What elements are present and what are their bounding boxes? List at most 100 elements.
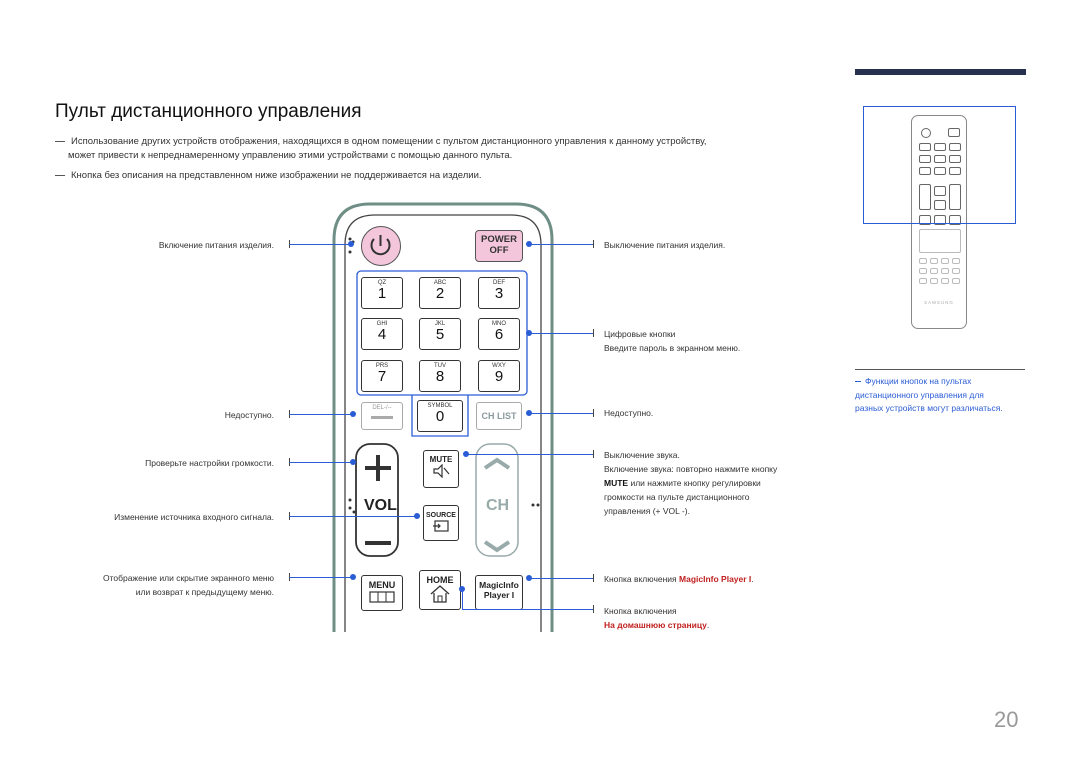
mini-key [948, 128, 960, 137]
label-change-source: Изменение источника входного сигнала. [114, 512, 274, 522]
key-digit: 4 [377, 326, 387, 343]
callout-line [462, 589, 463, 609]
label-magicinfo-highlight: MagicInfo Player I [679, 574, 752, 584]
remote-thumbnail: SAMSUNG [911, 115, 967, 329]
vol-label: VOL [364, 497, 397, 514]
callout-line [289, 577, 351, 578]
callout-tick [593, 605, 594, 613]
callout-line [462, 609, 593, 610]
key-letters: ABC [433, 280, 447, 286]
mini-key [930, 258, 938, 264]
power-off-label-bottom: OFF [489, 245, 509, 256]
callout-dot [348, 241, 354, 247]
label-mute-line5: управления (+ VOL -). [604, 506, 690, 516]
mini-key [941, 268, 949, 274]
menu-button[interactable]: MENU [361, 575, 403, 611]
home-button[interactable]: HOME [419, 570, 461, 610]
mini-key [934, 200, 946, 210]
callout-line [529, 333, 593, 334]
mini-key [934, 155, 946, 163]
note-2: Кнопка без описания на представленном ни… [55, 169, 835, 183]
key-digit: 9 [494, 368, 504, 385]
thumbnail-highlight-box [863, 106, 1016, 224]
ch-label: CH [486, 497, 510, 514]
label-mute: Выключение звука. Включение звука: повто… [604, 448, 844, 518]
mini-key [949, 184, 961, 210]
callout-line [289, 516, 415, 517]
mini-key [919, 278, 927, 284]
callout-line [289, 414, 351, 415]
label-mute-line2: Включение звука: повторно нажмите кнопку [604, 464, 778, 474]
callout-tick [593, 409, 594, 417]
label-mute-line3: или нажмите кнопку регулировки [628, 478, 761, 488]
mini-key [919, 268, 927, 274]
source-button[interactable]: SOURCE [423, 505, 459, 541]
mute-button[interactable]: MUTE [423, 450, 459, 488]
callout-tick [593, 450, 594, 458]
key-letters: JKL [434, 321, 446, 327]
mini-key [949, 167, 961, 175]
callout-tick [593, 574, 594, 582]
menu-grid-icon [369, 591, 395, 603]
del-button[interactable]: DEL-/-- [361, 402, 403, 430]
magicinfo-label-2: Player I [483, 590, 515, 600]
callout-dot [350, 459, 356, 465]
mini-key [949, 143, 961, 151]
label-mute-line4: громкости на пульте дистанционного [604, 492, 750, 502]
home-icon [430, 585, 450, 603]
minus-icon [371, 416, 393, 419]
dash-icon [855, 381, 861, 383]
callout-line [529, 413, 593, 414]
label-menu: Отображение или скрытие экранного меню и… [103, 571, 274, 599]
menu-label: MENU [368, 580, 396, 590]
callout-tick [593, 240, 594, 248]
magicinfo-label-1: MagicInfo [479, 580, 519, 590]
magicinfo-button[interactable]: MagicInfo Player I [475, 575, 523, 610]
mini-key [941, 258, 949, 264]
label-digits-line2: Введите пароль в экранном меню. [604, 343, 741, 353]
dash-icon [55, 140, 65, 142]
label-unavailable-right: Недоступно. [604, 408, 654, 418]
label-digits-line1: Цифровые кнопки [604, 329, 676, 339]
note-1: Использование других устройств отображен… [55, 135, 835, 163]
note-1-line2: может привести к непреднамеренному управ… [68, 150, 513, 161]
zero-button[interactable]: SYMBOL 0 [417, 400, 463, 432]
label-check-volume: Проверьте настройки громкости. [145, 458, 274, 468]
mini-key [930, 278, 938, 284]
key-letters: GHI [376, 321, 388, 327]
label-unavailable-left: Недоступно. [224, 410, 274, 420]
label-digits: Цифровые кнопки Введите пароль в экранно… [604, 327, 740, 355]
power-button[interactable] [361, 226, 401, 266]
mini-key [930, 268, 938, 274]
mute-label: MUTE [429, 455, 453, 464]
label-mute-line1: Выключение звука. [604, 450, 680, 460]
mini-key [919, 258, 927, 264]
zero-digit: 0 [435, 408, 445, 425]
key-letters: WXY [492, 363, 506, 369]
page-title: Пульт дистанционного управления [55, 101, 362, 122]
key-digit: 8 [435, 368, 445, 385]
ch-list-button[interactable]: CH LIST [476, 402, 522, 430]
side-divider [855, 369, 1025, 370]
side-note-text: Функции кнопок на пультах дистанционного… [855, 376, 1003, 413]
callout-line [289, 244, 349, 245]
mini-key [919, 215, 931, 225]
power-off-button[interactable]: POWER OFF [475, 230, 523, 262]
label-home-line1: Кнопка включения [604, 606, 677, 616]
callout-tick [593, 329, 594, 337]
label-magicinfo: Кнопка включения MagicInfo Player I. [604, 572, 754, 586]
mini-dpad [919, 229, 961, 253]
key-digit: 2 [435, 285, 445, 302]
key-letters: QZ [377, 280, 387, 286]
callout-line [529, 578, 593, 579]
label-home-suffix: . [706, 620, 710, 630]
